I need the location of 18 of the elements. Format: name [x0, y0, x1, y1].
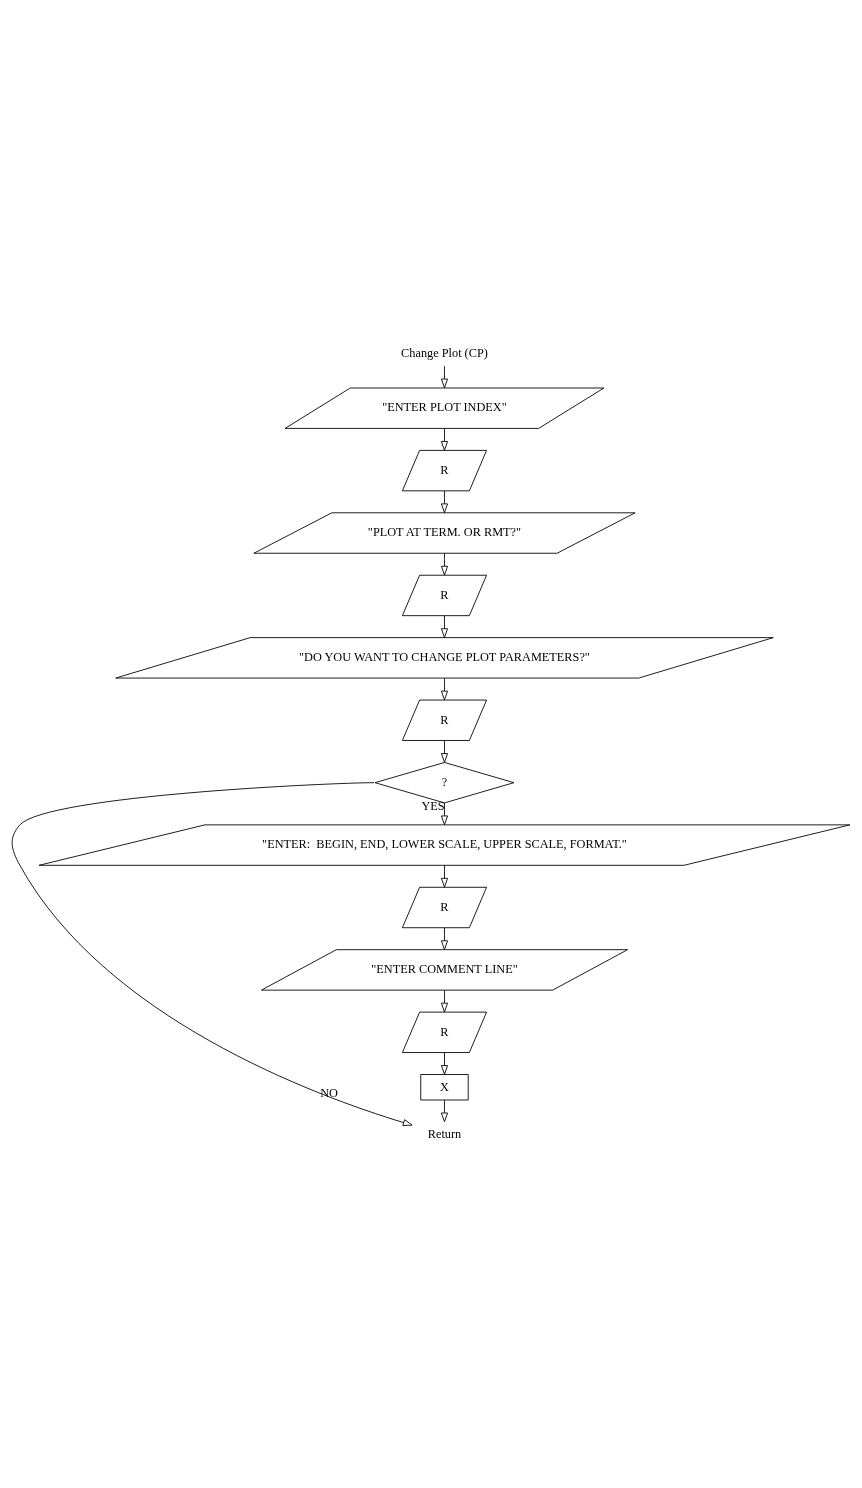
arrow: [440, 740, 448, 763]
arrow: [440, 1099, 448, 1123]
arrow: [440, 677, 448, 701]
arrow: [440, 490, 448, 514]
arrow: [440, 553, 448, 576]
arrow: [440, 365, 448, 389]
arrow: [440, 615, 448, 638]
edge-label: NO: [320, 1085, 338, 1100]
arrow: [440, 1052, 448, 1075]
arrow: [440, 989, 448, 1013]
node-box: X: [420, 1074, 469, 1101]
arrow: [440, 865, 448, 888]
node-text: Return: [427, 1126, 462, 1141]
arrow: [440, 927, 448, 950]
node-text: Change Plot (CP): [401, 345, 488, 360]
arrow: [440, 802, 448, 826]
arrow: [11, 782, 413, 1126]
arrow: [440, 428, 448, 451]
